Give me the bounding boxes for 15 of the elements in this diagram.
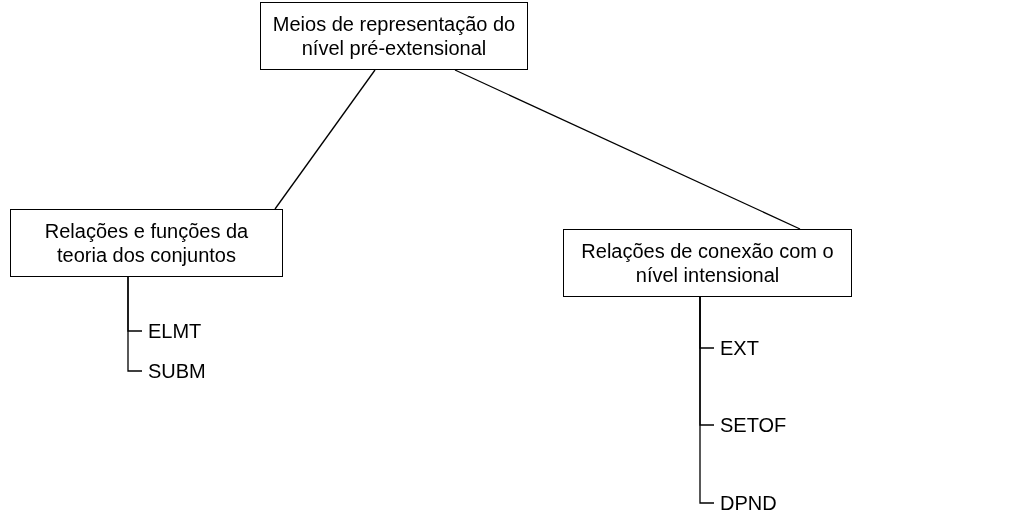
- connector-line: [274, 69, 376, 210]
- connector-line: [699, 296, 715, 504]
- box-label: Meios de representação do nível pré-extensional: [271, 12, 517, 60]
- box-label: Relações de conexão com o nível intensional: [580, 239, 835, 287]
- connector-line: [127, 276, 143, 372]
- item-label: ELMT: [148, 319, 202, 343]
- text-box: [563, 229, 852, 297]
- item-label: DPND: [720, 491, 777, 515]
- item-label: SUBM: [148, 359, 206, 383]
- text-box: [10, 209, 283, 277]
- text-box: [260, 2, 528, 70]
- box-label: Relações e funções da teoria dos conjuntos: [43, 219, 250, 267]
- item-label: SETOF: [720, 413, 787, 437]
- item-label: EXT: [720, 336, 759, 360]
- connector-line: [454, 69, 801, 230]
